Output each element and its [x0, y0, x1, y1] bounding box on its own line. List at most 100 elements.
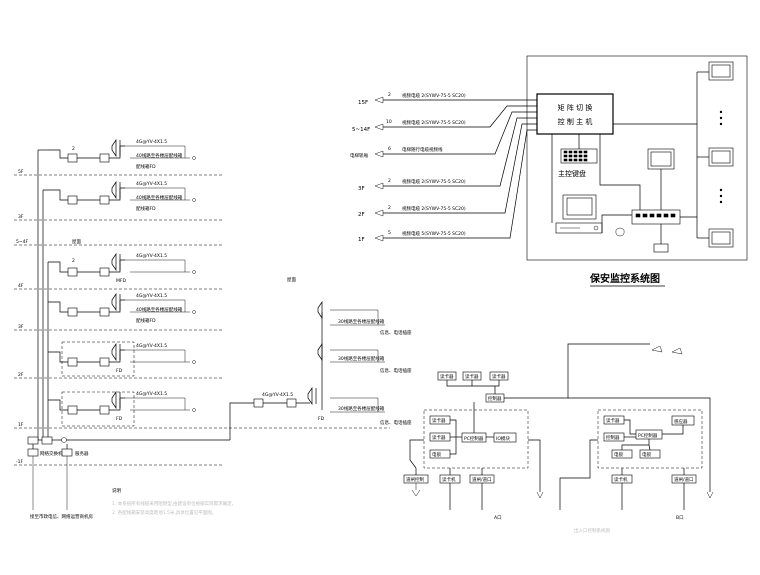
svg-text:30线路至各楼层配线箱: 30线路至各楼层配线箱: [338, 318, 385, 325]
floor-feeds: 15F 2 视频电缆 2(SYWV-75-5 SC20) 5~14F 10 视频…: [350, 92, 537, 243]
right-stack: 30线路至各楼层配线箱 信息、电话插座 30线路至各楼层配线箱 信息、电话插座 …: [317, 300, 412, 426]
feed-elevator: 电梯轿厢 6 电梯随行电缆视频线: [350, 111, 537, 159]
svg-text:15F: 15F: [358, 100, 368, 106]
svg-text:40线路至各楼层配线箱: 40线路至各楼层配线箱: [136, 152, 183, 159]
svg-text:服务器: 服务器: [75, 450, 89, 457]
network-switch-box: [27, 448, 39, 457]
svg-text:PC控制器: PC控制器: [464, 435, 484, 442]
camera-icon: [374, 209, 384, 217]
row-2: 4G@YV-4X1.5 40线路至各楼层配线箱 配线箱FD: [43, 180, 196, 212]
svg-text:4G@YV-4X1.5: 4G@YV-4X1.5: [136, 343, 167, 349]
svg-text:读卡器: 读卡器: [492, 373, 506, 380]
svg-text:2: 2: [388, 178, 391, 184]
feed-2f: 2F 2 视频电缆 2(SYWV-75-5 SC20): [358, 123, 537, 218]
printer-icon: [653, 243, 669, 253]
svg-text:屋面: 屋面: [287, 277, 296, 283]
svg-text:2: 2: [72, 146, 75, 152]
svg-text:电锁: 电锁: [642, 451, 651, 458]
svg-text:视频电缆 2(SYWV-75-5 SC20): 视频电缆 2(SYWV-75-5 SC20): [402, 92, 466, 99]
feed-15f: 15F 2 视频电缆 2(SYWV-75-5 SC20): [358, 92, 537, 106]
camera-icon: [374, 96, 384, 104]
distribution-box-icon: [111, 252, 117, 272]
svg-text:5~4F: 5~4F: [16, 239, 28, 245]
hub-box: [99, 153, 110, 163]
svg-text:读卡器: 读卡器: [440, 373, 454, 380]
label-b: B口: [676, 515, 684, 521]
svg-text:10: 10: [386, 119, 392, 125]
svg-text:网络交换机: 网络交换机: [40, 450, 63, 457]
svg-text:道闸控制: 道闸控制: [406, 476, 424, 483]
svg-text:感应器: 感应器: [674, 418, 688, 425]
svg-text:2F: 2F: [18, 372, 24, 378]
row-4: 4G@YV-4X1.5 40线路至各楼层配线箱 配线箱FD: [48, 292, 196, 324]
svg-text:FD: FD: [116, 368, 123, 374]
svg-text:读卡器: 读卡器: [606, 417, 620, 424]
camera-icon: [671, 347, 683, 355]
row-5: 4G@YV-4X1.5 FD: [48, 341, 196, 377]
svg-text:6: 6: [388, 146, 391, 152]
svg-text:IO模块: IO模块: [496, 435, 510, 442]
svg-text:视频电缆 2(SYWV-75-5 SC20): 视频电缆 2(SYWV-75-5 SC20): [402, 205, 466, 212]
floor-level-labels: 5F 3F 5~4F 4F 3F 2F 1F -1F 屋面 屋面: [16, 169, 296, 465]
svg-text:读卡器: 读卡器: [465, 373, 479, 380]
svg-text:信息、电话插座: 信息、电话插座: [380, 329, 412, 336]
mouse-icon: [615, 227, 625, 237]
row-6: 4G@YV-4X1.5 FD: [48, 390, 196, 427]
svg-text:30线路至各楼层配线箱: 30线路至各楼层配线箱: [338, 405, 385, 412]
keyboard-label: 主控键盘: [558, 169, 586, 178]
feed-5-14f: 5~14F 10 视频电缆 2(SYWV-75-5 SC20): [352, 105, 537, 133]
svg-text:3F: 3F: [18, 214, 24, 220]
access-caption: 出入口控制系统图: [574, 527, 610, 534]
label-a: A口: [494, 515, 502, 521]
svg-text:FD: FD: [318, 416, 325, 422]
svg-text:1F: 1F: [18, 422, 24, 428]
riser-rows: 4G@YV-4X1.5 40线路至各楼层配线箱 配线箱FD 2 4G@YV-4X…: [43, 138, 196, 427]
camera-icon: [374, 123, 384, 131]
svg-text:2: 2: [388, 92, 391, 98]
camera-icon: [374, 182, 384, 190]
distribution-box-icon: [317, 342, 323, 362]
camera-icon: [374, 150, 384, 158]
row-1: 4G@YV-4X1.5 40线路至各楼层配线箱 配线箱FD 2: [48, 138, 196, 170]
feed-1f: 1F 5 视频电缆 5(SYWV-75-5 SC20): [358, 129, 537, 243]
server-box: [61, 448, 73, 457]
switch-box: [41, 436, 53, 445]
feed-3f: 3F 2 视频电缆 2(SYWV-75-5 SC20): [358, 117, 537, 192]
svg-text:视频电缆 5(SYWV-75-5 SC20): 视频电缆 5(SYWV-75-5 SC20): [402, 230, 466, 237]
distribution-box-icon: [111, 292, 117, 312]
distribution-box-icon: [317, 300, 323, 320]
svg-text:配线箱FD: 配线箱FD: [136, 163, 156, 170]
matrix-label-2: 控 制 主 机: [558, 117, 593, 126]
matrix-label-1: 矩 阵 切 换: [558, 103, 593, 112]
security-title: 保安监控系统图: [589, 272, 660, 285]
svg-text:2: 2: [388, 205, 391, 211]
svg-text:控制器: 控制器: [606, 434, 620, 441]
svg-text:30线路至各楼层配线箱: 30线路至各楼层配线箱: [338, 355, 385, 362]
keyboard-keys: [563, 150, 588, 162]
svg-text:电锁: 电锁: [432, 451, 441, 458]
svg-text:5~14F: 5~14F: [352, 127, 370, 133]
svg-text:4G@YV-4X1.5: 4G@YV-4X1.5: [136, 139, 167, 145]
row-3: 4G@YV-4X1.5 MFD 2: [48, 252, 196, 284]
svg-text:道闸/道口: 道闸/道口: [674, 476, 694, 483]
svg-text:3F: 3F: [358, 186, 365, 192]
distribution-box-icon: [111, 138, 117, 158]
svg-text:MFD: MFD: [116, 278, 126, 284]
distribution-box-icon: [111, 180, 117, 200]
svg-text:读卡器: 读卡器: [432, 434, 446, 441]
access-control-diagram: 读卡器 读卡器 读卡器 控制器 读卡器 读卡器 电锁 PC控制器 IO模块 道闸…: [403, 343, 714, 534]
svg-text:1. 本系统所有线缆采用阻燃型,由建设单位根据实际需求确定。: 1. 本系统所有线缆采用阻燃型,由建设单位根据实际需求确定。: [112, 500, 236, 507]
svg-text:说明: 说明: [112, 487, 121, 494]
svg-text:道闸/道口: 道闸/道口: [472, 476, 492, 483]
patch-panel-box: [27, 436, 39, 445]
svg-text:40线路至各楼层配线箱: 40线路至各楼层配线箱: [136, 194, 183, 201]
svg-text:电梯轿厢: 电梯轿厢: [350, 152, 368, 159]
svg-text:40线路至各楼层配线箱: 40线路至各楼层配线箱: [136, 306, 183, 313]
svg-text:视频电缆 2(SYWV-75-5 SC20): 视频电缆 2(SYWV-75-5 SC20): [402, 119, 466, 126]
matrix-switcher: [536, 93, 614, 135]
svg-text:信息、电话插座: 信息、电话插座: [380, 419, 412, 426]
svg-text:4G@YV-4X1.5: 4G@YV-4X1.5: [136, 253, 167, 259]
svg-text:4G@YV-4X1.5: 4G@YV-4X1.5: [136, 293, 167, 299]
liu-box: [67, 153, 78, 163]
